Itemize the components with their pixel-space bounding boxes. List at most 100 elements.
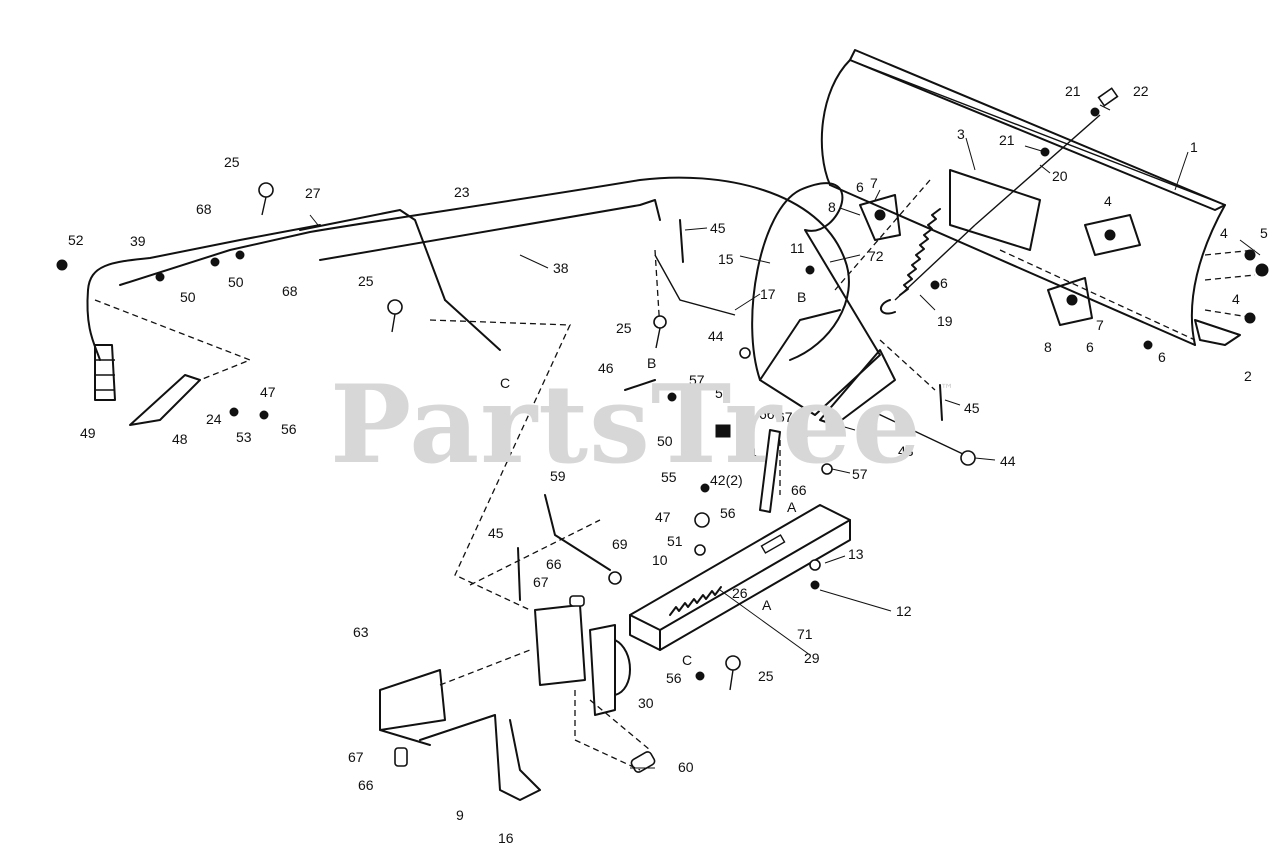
- skid-shoe-left: [859, 194, 901, 241]
- callout-55: 55: [661, 469, 677, 485]
- callout-67: 67: [348, 749, 364, 765]
- clevis-pin-45b: [939, 384, 943, 421]
- callout-labels: 1 2 3 4 4 4 5 6 6 6 6 7 7 8 8 9 10 11 12…: [68, 83, 1268, 846]
- callout-42: 42(2): [710, 472, 743, 488]
- callout-27: 27: [305, 185, 321, 201]
- ref-letter-b: B: [647, 355, 656, 371]
- callout-72: 72: [868, 248, 884, 264]
- callout-68: 68: [196, 201, 212, 217]
- callout-4: 4: [1232, 291, 1240, 307]
- callout-6: 6: [1086, 339, 1094, 355]
- callout-67: 67: [777, 409, 793, 425]
- callout-45: 45: [964, 400, 980, 416]
- callout-47: 47: [260, 384, 276, 400]
- hardware: [56, 107, 1269, 767]
- ref-letter-a: A: [762, 597, 772, 613]
- callout-5: 5: [1260, 225, 1268, 241]
- callout-44: 44: [708, 328, 724, 344]
- release-rod: [544, 494, 611, 571]
- spring-rod: [974, 114, 1101, 226]
- callout-1: 1: [1190, 139, 1198, 155]
- watermark: PartsTree ™: [330, 370, 970, 500]
- lift-rod-27: [299, 209, 446, 301]
- handle-rod: [87, 224, 321, 291]
- plow-blade: [820, 49, 1226, 346]
- callout-45: 45: [710, 220, 726, 236]
- callout-8: 8: [828, 199, 836, 215]
- ref-letter-c: C: [500, 375, 510, 391]
- callout-8: 8: [1044, 339, 1052, 355]
- callout-50: 50: [180, 289, 196, 305]
- clevis-pin-45c: [517, 547, 521, 601]
- callout-30: 30: [638, 695, 654, 711]
- callout-19: 19: [937, 313, 953, 329]
- callout-23: 23: [454, 184, 470, 200]
- callout-57: 57: [689, 372, 705, 388]
- callout-21: 21: [1065, 83, 1081, 99]
- lift-spring: [669, 586, 722, 616]
- callout-60: 60: [678, 759, 694, 775]
- mount-plate: [534, 604, 586, 686]
- callout-7: 7: [870, 175, 878, 191]
- hanger-bracket-9: [379, 669, 446, 746]
- callout-25: 25: [758, 668, 774, 684]
- rod-end-cap: [1097, 87, 1119, 107]
- callout-16: 16: [498, 830, 514, 846]
- callout-17: 17: [760, 286, 776, 302]
- callout-66: 66: [358, 777, 374, 793]
- bolt-46: [624, 379, 656, 391]
- callout-67: 67: [793, 432, 809, 448]
- callout-67: 67: [533, 574, 549, 590]
- a-frame: [751, 182, 881, 416]
- lift-handle: [86, 289, 116, 401]
- callout-24: 24: [206, 411, 222, 427]
- callout-69: 69: [612, 536, 628, 552]
- callout-48: 48: [172, 431, 188, 447]
- callout-63: 63: [353, 624, 369, 640]
- link-rod: [654, 254, 736, 316]
- lever-plate: [129, 374, 201, 426]
- leader-lines: [309, 104, 1261, 769]
- callout-3: 3: [957, 126, 965, 142]
- callout-38: 38: [553, 260, 569, 276]
- callout-51: 51: [667, 533, 683, 549]
- callout-59: 59: [550, 468, 566, 484]
- callout-20: 20: [1052, 168, 1068, 184]
- clevis-pin-45a: [679, 219, 684, 263]
- callout-7: 7: [1096, 317, 1104, 333]
- cutting-edge: [1194, 319, 1241, 346]
- skid-shoe-right: [1047, 277, 1093, 326]
- callout-6: 6: [856, 179, 864, 195]
- ref-letter-b: B: [797, 289, 806, 305]
- callout-2: 2: [1244, 368, 1252, 384]
- hanger-bracket-16: [419, 714, 541, 801]
- callout-29: 29: [804, 650, 820, 666]
- assembly-guides: [94, 179, 1256, 771]
- callout-43: 43: [898, 443, 914, 459]
- callout-9: 9: [456, 807, 464, 823]
- callout-15: 15: [718, 251, 734, 267]
- callout-56: 56: [720, 505, 736, 521]
- callout-39: 39: [130, 233, 146, 249]
- callout-50: 50: [715, 385, 731, 401]
- reference-letters: B B C C A A: [500, 289, 806, 668]
- callout-6: 6: [1158, 349, 1166, 365]
- callout-11: 11: [790, 240, 805, 256]
- lift-cable: [119, 176, 850, 361]
- callout-53: 53: [236, 429, 252, 445]
- callout-46: 46: [598, 360, 614, 376]
- trip-spring: [880, 208, 976, 315]
- callout-21: 21: [999, 132, 1015, 148]
- callout-66: 66: [791, 482, 807, 498]
- callout-56: 56: [281, 421, 297, 437]
- callout-47: 47: [655, 509, 671, 525]
- callout-56: 56: [666, 670, 682, 686]
- callout-66: 66: [759, 406, 775, 422]
- callout-25: 25: [224, 154, 240, 170]
- callout-10: 10: [652, 552, 668, 568]
- lift-rod-38: [319, 199, 661, 261]
- callout-25: 25: [358, 273, 374, 289]
- ref-letter-c: C: [682, 652, 692, 668]
- callout-14: 14: [858, 422, 874, 438]
